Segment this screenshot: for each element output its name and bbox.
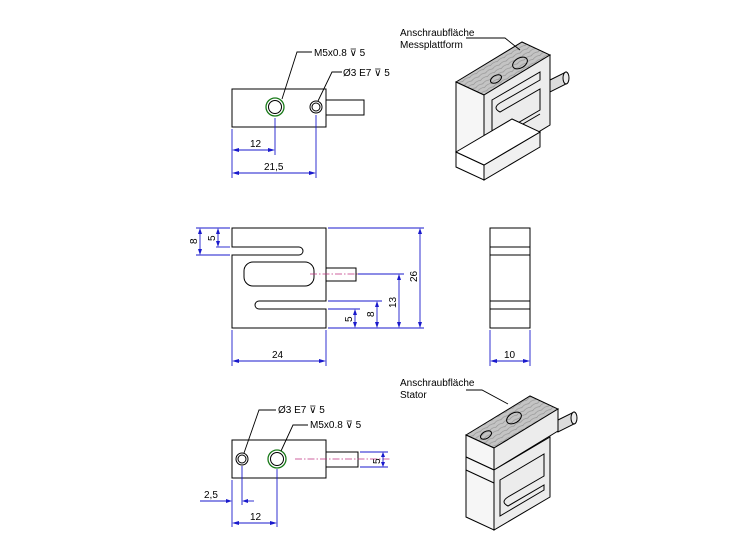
iso-view-top: Anschraubfläche Messplattform xyxy=(400,28,570,181)
dim-5-left: 5 xyxy=(207,235,218,241)
iso-bottom-label-1: Anschraubfläche xyxy=(400,378,475,389)
bottom-view: Ø3 E7 ⊽ 5 M5x0.8 ⊽ 5 5 2,5 12 xyxy=(200,405,390,527)
front-view-s-body xyxy=(231,227,327,329)
top-pin-callout: Ø3 E7 ⊽ 5 xyxy=(343,68,390,79)
dim-12: 12 xyxy=(250,139,262,150)
iso-top-leader xyxy=(466,37,521,51)
bottom-view-thread-hole xyxy=(267,449,287,469)
bottom-dim-5: 5 xyxy=(372,458,383,464)
top-view: M5x0.8 ⊽ 5 Ø3 E7 ⊽ 5 12 21,5 xyxy=(231,48,390,178)
top-view-pin xyxy=(325,99,365,116)
dim-13: 13 xyxy=(388,296,399,308)
bottom-thread-callout: M5x0.8 ⊽ 5 xyxy=(310,420,362,431)
top-pin-leader xyxy=(317,71,342,102)
top-view-thread-hole xyxy=(265,97,285,117)
bottom-pin-callout: Ø3 E7 ⊽ 5 xyxy=(278,405,325,416)
iso-bottom-leader xyxy=(466,389,509,405)
dim-10: 10 xyxy=(504,350,516,361)
iso-view-bottom: Anschraubfläche Stator xyxy=(400,378,578,531)
iso-top-label-1: Anschraubfläche xyxy=(400,28,475,39)
side-view-body xyxy=(489,227,531,329)
top-thread-callout: M5x0.8 ⊽ 5 xyxy=(314,48,366,59)
dim-21-5: 21,5 xyxy=(264,162,284,173)
bottom-dim-2-5: 2,5 xyxy=(204,490,218,501)
bottom-thread-leader xyxy=(280,424,308,452)
top-thread-leader xyxy=(281,51,312,100)
dim-8-right: 8 xyxy=(366,311,377,317)
iso-top-label-2: Messplattform xyxy=(400,40,463,51)
dim-26: 26 xyxy=(409,270,420,282)
front-view-pin xyxy=(325,267,357,282)
front-view: 8 5 26 13 8 5 24 xyxy=(189,227,424,366)
bottom-view-pin-hole xyxy=(235,452,249,466)
dim-24: 24 xyxy=(272,350,284,361)
front-view-slot xyxy=(243,261,315,287)
iso-bottom-label-2: Stator xyxy=(400,390,427,401)
dim-5-right: 5 xyxy=(344,316,355,322)
bottom-pin-leader xyxy=(243,409,276,454)
top-view-pin-hole xyxy=(309,100,323,114)
bottom-dim-12: 12 xyxy=(250,512,262,523)
dim-8-left: 8 xyxy=(189,238,200,244)
side-view: 10 xyxy=(489,227,531,366)
bottom-view-pin xyxy=(325,451,359,468)
